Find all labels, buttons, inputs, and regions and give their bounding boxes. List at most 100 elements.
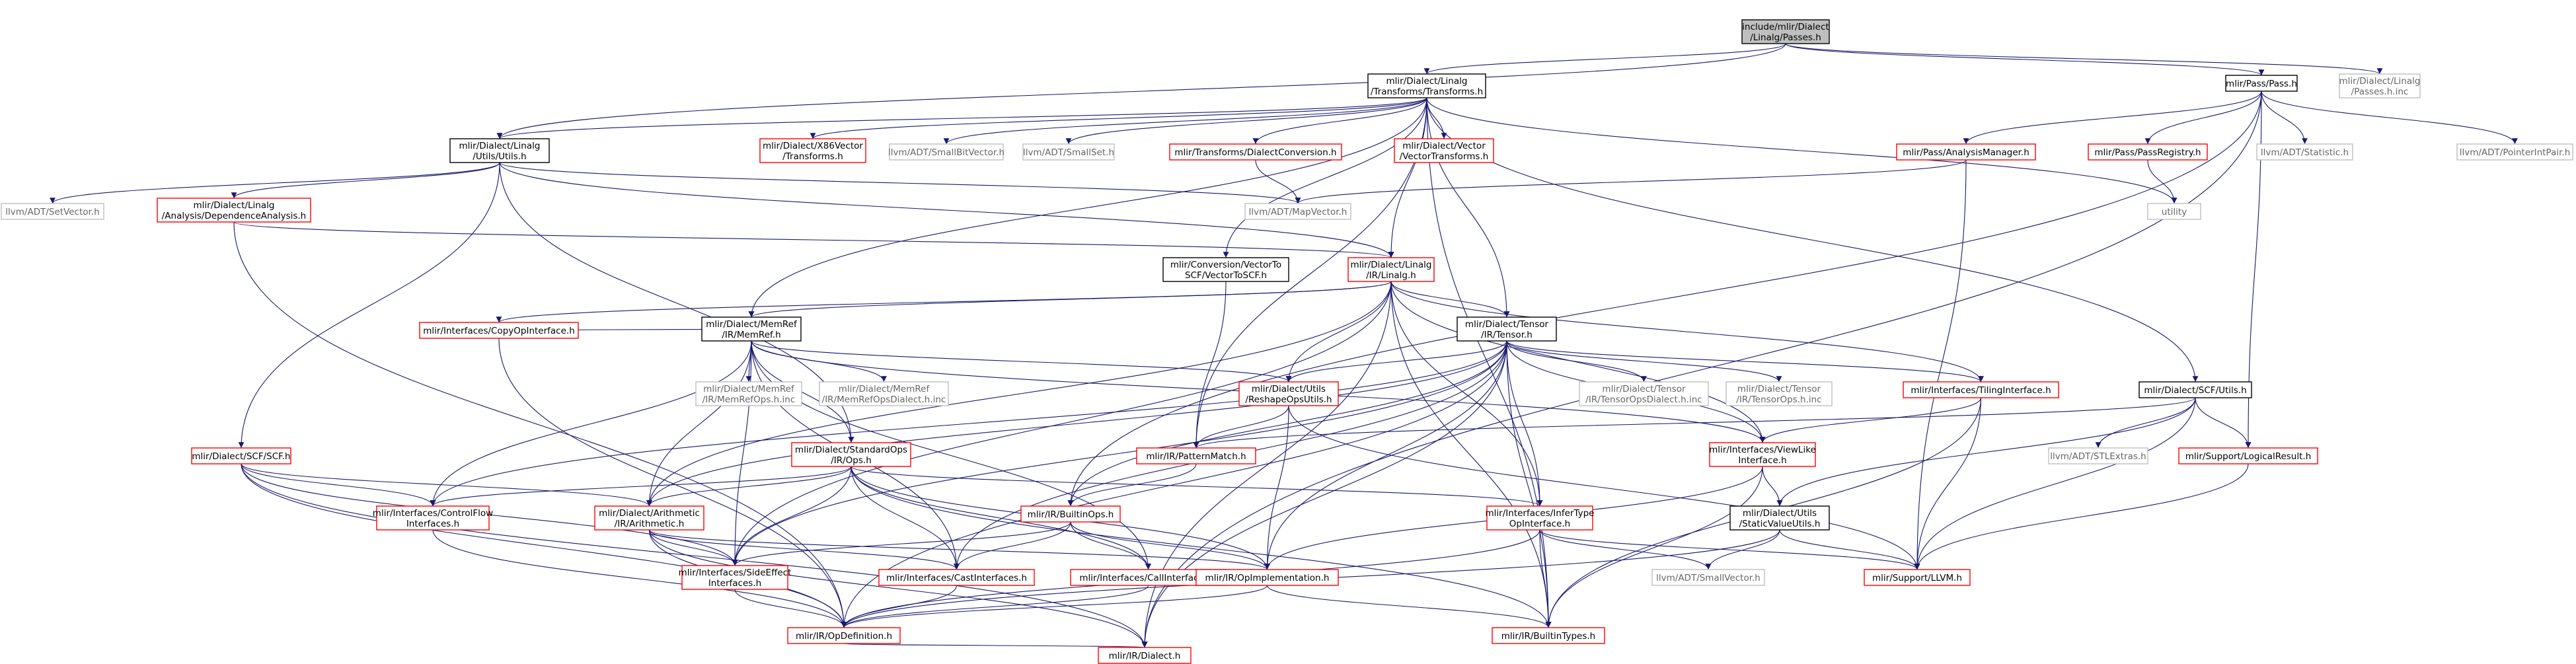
node-label: mlir/IR/Dialect.h (1109, 651, 1181, 661)
node-box (1729, 505, 1830, 531)
node-transforms-h[interactable]: mlir/Dialect/Linalg/Transforms/Transform… (1367, 73, 1486, 98)
node-label: mlir/Interfaces/ViewLike (1709, 445, 1816, 455)
edge-reshapeopsutils-to-llvm-h (1288, 405, 1920, 570)
edge-tensor-h-to-tensorops-inc (1506, 340, 1782, 383)
node-setvector[interactable]: llvm/ADT/SetVector.h (1, 203, 104, 220)
node-dialectconversion[interactable]: mlir/Transforms/DialectConversion.h (1169, 143, 1342, 161)
node-tilinginterface[interactable]: mlir/Interfaces/TilingInterface.h (1903, 381, 2059, 398)
node-vectortoscf[interactable]: mlir/Conversion/VectorToSCF/VectorToSCF.… (1162, 257, 1289, 282)
node-label: /Linalg/Passes.h (1750, 32, 1821, 43)
node-box (878, 569, 1035, 586)
node-box (1020, 505, 1121, 523)
node-scf-h[interactable]: mlir/Dialect/SCF/SCF.h (191, 447, 291, 464)
node-box (1725, 381, 1833, 406)
edge-passes-h-to-pass-h (1785, 43, 2265, 76)
node-smallbitvector[interactable]: llvm/ADT/SmallBitVector.h (888, 143, 1004, 161)
edge-builtinops-to-callinterfaces (1070, 521, 1151, 570)
edge-opimplementation-to-builtintypes (1266, 585, 1552, 628)
edge-linalg-utils-to-linalg-h (499, 162, 1394, 258)
node-vectortransforms[interactable]: mlir/Dialect/Vector/VectorTransforms.h (1394, 138, 1494, 163)
node-reshapeopsutils[interactable]: mlir/Dialect/Utils/ReshapeOpsUtils.h (1238, 381, 1339, 406)
node-tensor-h[interactable]: mlir/Dialect/Tensor/IR/Tensor.h (1457, 316, 1557, 342)
node-passregistry[interactable]: mlir/Pass/PassRegistry.h (2088, 143, 2208, 161)
node-copyop[interactable]: mlir/Interfaces/CopyOpInterface.h (419, 322, 579, 339)
node-logicalresult[interactable]: mlir/Support/LogicalResult.h (2178, 447, 2318, 464)
node-label: /IR/Ops.h (831, 455, 872, 466)
node-mapvector[interactable]: llvm/ADT/MapVector.h (1244, 203, 1351, 220)
edge-staticvalueutils-to-smallvector (1705, 529, 1780, 570)
dependency-edges (50, 43, 2518, 648)
edge-pass-h-to-passregistry (2144, 91, 2262, 145)
node-label: Interfaces.h (406, 519, 459, 529)
edge-vectortoscf-to-patternmatch (1193, 281, 1227, 449)
node-label: /Transforms.h (782, 151, 843, 162)
node-stlextras[interactable]: llvm/ADT/STLExtras.h (2048, 447, 2148, 464)
node-stdops[interactable]: mlir/Dialect/StandardOps/IR/Ops.h (791, 442, 911, 467)
edge-transforms-h-to-vectortransforms (1426, 97, 1447, 139)
node-label: mlir/Dialect/Arithmetic (599, 508, 700, 519)
node-castinterfaces[interactable]: mlir/Interfaces/CastInterfaces.h (878, 569, 1035, 586)
node-scf-utils[interactable]: mlir/Dialect/SCF/Utils.h (2139, 381, 2252, 398)
node-smallset[interactable]: llvm/ADT/SmallSet.h (1022, 143, 1115, 161)
node-pointerintpair[interactable]: llvm/ADT/PointerIntPair.h (2456, 143, 2573, 161)
edge-infertype-to-llvm-h (1539, 529, 1920, 570)
node-label: mlir/Dialect/Linalg (194, 200, 275, 211)
node-box (1579, 381, 1709, 406)
node-statistic[interactable]: llvm/ADT/Statistic.h (2256, 143, 2353, 161)
node-passes-inc[interactable]: mlir/Dialect/Linalg/Passes.h.inc (2339, 73, 2421, 98)
node-box (1169, 143, 1342, 161)
node-box (1098, 647, 1192, 664)
node-label: mlir/Dialect/Tensor (1737, 384, 1821, 394)
edge-infertype-to-builtintypes (1539, 529, 1552, 628)
node-memrefops-inc[interactable]: mlir/Dialect/MemRef/IR/MemRefOps.h.inc (695, 381, 802, 406)
edge-tensor-h-to-controlflow (430, 340, 1507, 507)
node-label: /IR/TensorOps.h.inc (1736, 394, 1821, 405)
node-label: mlir/Dialect/Linalg (1351, 260, 1432, 270)
node-builtintypes[interactable]: mlir/IR/BuiltinTypes.h (1492, 627, 1605, 644)
node-label: mlir/Dialect/SCF/Utils.h (2144, 385, 2246, 396)
node-memrefopsdialect-inc[interactable]: mlir/Dialect/MemRef/IR/MemRefOpsDialect.… (819, 381, 949, 406)
edge-memref-h-to-controlflow (430, 340, 752, 507)
edge-builtinops-to-opimplementation (1070, 521, 1270, 570)
node-box (759, 138, 866, 163)
node-tensorops-inc[interactable]: mlir/Dialect/Tensor/IR/TensorOps.h.inc (1725, 381, 1833, 406)
node-opimplementation[interactable]: mlir/IR/OpImplementation.h (1195, 569, 1339, 586)
node-llvm-h[interactable]: mlir/Support/LLVM.h (1864, 569, 1971, 586)
node-label: Interfaces.h (708, 578, 761, 589)
edge-memref-h-to-arithmetic (646, 340, 752, 507)
node-staticvalueutils[interactable]: mlir/Dialect/Utils/StaticValueUtils.h (1729, 505, 1830, 531)
node-box (1651, 569, 1765, 586)
node-smallvector[interactable]: llvm/ADT/SmallVector.h (1651, 569, 1765, 586)
node-opdefinition[interactable]: mlir/IR/OpDefinition.h (787, 627, 901, 644)
node-box (157, 198, 311, 223)
edge-tensor-h-to-opimplementation (1264, 340, 1507, 570)
node-utility[interactable]: utility (2147, 203, 2201, 220)
node-linalg-utils[interactable]: mlir/Dialect/Linalg/Utils/Utils.h (449, 138, 550, 163)
node-box (1903, 381, 2059, 398)
node-builtinops[interactable]: mlir/IR/BuiltinOps.h (1020, 505, 1121, 523)
node-patternmatch[interactable]: mlir/IR/PatternMatch.h (1136, 447, 1256, 464)
edge-stdops-to-sideeffect (732, 466, 852, 566)
node-passes-h[interactable]: include/mlir/Dialect/Linalg/Passes.h (1741, 19, 1830, 44)
node-label: mlir/Conversion/VectorTo (1170, 260, 1281, 270)
node-label: /IR/MemRefOps.h.inc (702, 394, 796, 405)
node-memref-h[interactable]: mlir/Dialect/MemRef/IR/MemRef.h (701, 316, 802, 342)
node-linalg-h[interactable]: mlir/Dialect/Linalg/IR/Linalg.h (1347, 257, 1435, 282)
node-box (191, 447, 291, 464)
node-tensoropsdialect-inc[interactable]: mlir/Dialect/Tensor/IR/TensorOpsDialect.… (1579, 381, 1709, 406)
edge-transforms-h-to-tensor-h (1426, 97, 1510, 318)
node-box (1486, 505, 1593, 531)
node-label: mlir/Dialect/Utils (1743, 508, 1817, 519)
node-pass-h[interactable]: mlir/Pass/Pass.h (2225, 75, 2298, 92)
node-label: llvm/ADT/SmallSet.h (1023, 147, 1114, 158)
edge-scf-utils-to-staticvalueutils (1776, 397, 2196, 507)
node-depanalysis[interactable]: mlir/Dialect/Linalg/Analysis/DependenceA… (157, 198, 311, 223)
node-analysismanager[interactable]: mlir/Pass/AnalysisManager.h (1896, 143, 2036, 161)
node-dialect-h[interactable]: mlir/IR/Dialect.h (1098, 647, 1192, 664)
node-x86vector[interactable]: mlir/Dialect/X86Vector/Transforms.h (759, 138, 866, 163)
node-arithmetic[interactable]: mlir/Dialect/Arithmetic/IR/Arithmetic.h (594, 505, 704, 531)
